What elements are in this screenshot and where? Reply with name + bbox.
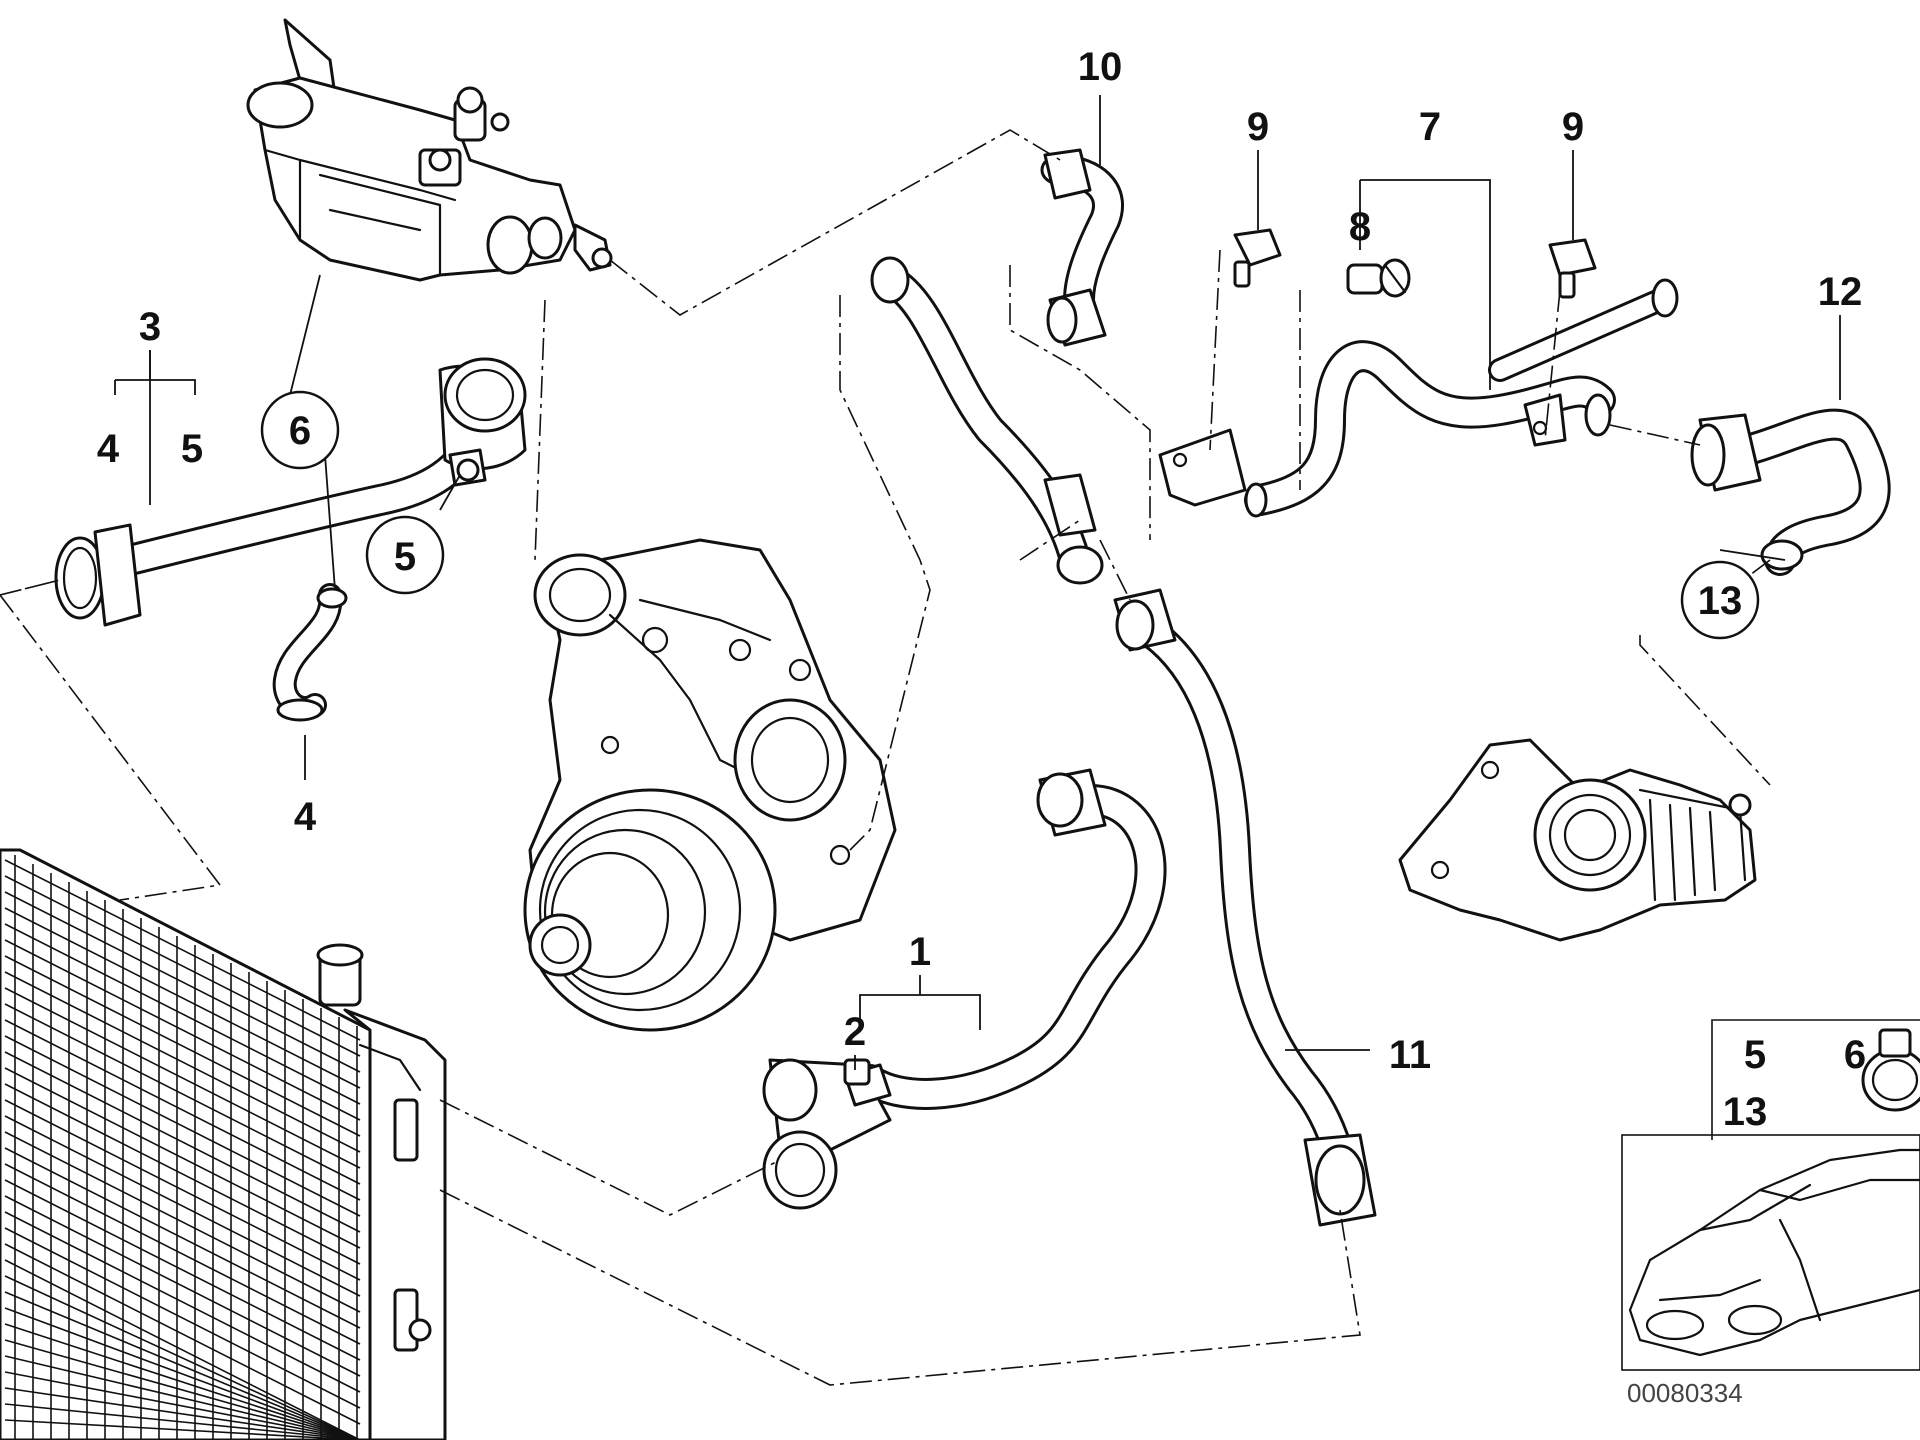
radiator-fin <box>4 987 361 1169</box>
bolt-9-left <box>1233 228 1282 288</box>
radiator-fin <box>4 891 361 1073</box>
radiator-fin <box>4 1275 361 1440</box>
radiator-fin <box>4 1019 361 1201</box>
radiator-fin <box>4 971 361 1153</box>
radiator-fin <box>4 1067 361 1249</box>
document-number: 00080334 <box>1627 1378 1743 1408</box>
assembly-lines <box>0 129 1771 1386</box>
callout-2: 2 <box>844 1010 866 1054</box>
radiator-fin <box>4 1419 361 1440</box>
hose-11 <box>1113 588 1377 1227</box>
radiator-fin <box>4 1035 361 1217</box>
callout-9-left: 9 <box>1247 105 1269 149</box>
thermostat-housing <box>246 18 613 282</box>
vehicle-thumbnail <box>1621 1134 1920 1371</box>
legend-box: 5 6 13 <box>1711 1019 1920 1140</box>
radiator-fin <box>4 1163 361 1345</box>
hose-4 <box>272 583 348 722</box>
radiator-fin <box>4 1323 361 1440</box>
radiator-fin <box>4 907 361 1089</box>
callout-5-circle: 5 <box>394 535 416 579</box>
callout-13: 13 <box>1698 579 1743 623</box>
water-pump-right <box>1398 738 1757 942</box>
radiator-fin <box>4 1339 361 1440</box>
radiator-fin <box>4 875 361 1057</box>
callout-7: 7 <box>1419 105 1441 149</box>
bleed-screw-8 <box>1346 258 1411 298</box>
radiator-fin <box>4 1355 361 1440</box>
callout-9-right: 9 <box>1562 105 1584 149</box>
callout-12: 12 <box>1818 270 1863 314</box>
legend-13: 13 <box>1723 1090 1768 1134</box>
radiator-fin <box>4 1307 361 1440</box>
radiator-fin <box>4 1083 361 1265</box>
callout-8: 8 <box>1349 205 1371 249</box>
radiator-fin <box>4 1099 361 1281</box>
callout-10: 10 <box>1078 45 1123 89</box>
callout-circle-6 <box>260 390 340 470</box>
radiator-fin <box>4 955 361 1137</box>
radiator-fin <box>4 859 361 1041</box>
radiator-fin <box>4 1115 361 1297</box>
radiator-fin <box>4 1131 361 1313</box>
hose-clamp-icon <box>1861 1028 1920 1112</box>
hose-10 <box>1040 148 1124 347</box>
radiator-fin <box>4 1227 361 1409</box>
legend-5: 5 <box>1744 1033 1766 1077</box>
callout-circle-5 <box>365 515 445 595</box>
callout-11: 11 <box>1389 1033 1431 1077</box>
callout-6: 6 <box>289 409 311 453</box>
radiator-fin <box>4 1051 361 1233</box>
radiator-fin <box>4 939 361 1121</box>
legend-6: 6 <box>1844 1033 1866 1077</box>
callout-1: 1 <box>909 930 931 974</box>
radiator-fin <box>4 1195 361 1377</box>
callout-5-upper: 5 <box>181 427 203 471</box>
pipe-7 <box>1158 278 1679 518</box>
callout-circle-13 <box>1680 560 1760 640</box>
radiator-fin <box>4 1259 361 1440</box>
radiator-fin <box>4 923 361 1105</box>
water-pump <box>523 538 897 1032</box>
callout-4-lower: 4 <box>294 795 317 839</box>
callout-4-upper: 4 <box>97 427 120 471</box>
callout-3: 3 <box>139 305 161 349</box>
radiator <box>0 848 447 1440</box>
radiator-fin <box>4 1243 361 1425</box>
radiator-fins <box>4 855 361 1440</box>
radiator-fin <box>4 1003 361 1185</box>
radiator-fin <box>4 1211 361 1393</box>
radiator-fin <box>4 1291 361 1440</box>
radiator-fin <box>4 1387 361 1440</box>
radiator-fin <box>4 1179 361 1361</box>
radiator-fin <box>4 1403 361 1440</box>
hose-1 <box>762 768 1167 1210</box>
radiator-fin <box>4 1147 361 1329</box>
hose-12 <box>1690 408 1891 576</box>
leader-lines <box>114 95 1841 1070</box>
bolt-9-right <box>1548 238 1597 299</box>
radiator-fin <box>4 1371 361 1440</box>
hose-upper-middle <box>870 256 1104 585</box>
hose-3 <box>54 357 527 627</box>
